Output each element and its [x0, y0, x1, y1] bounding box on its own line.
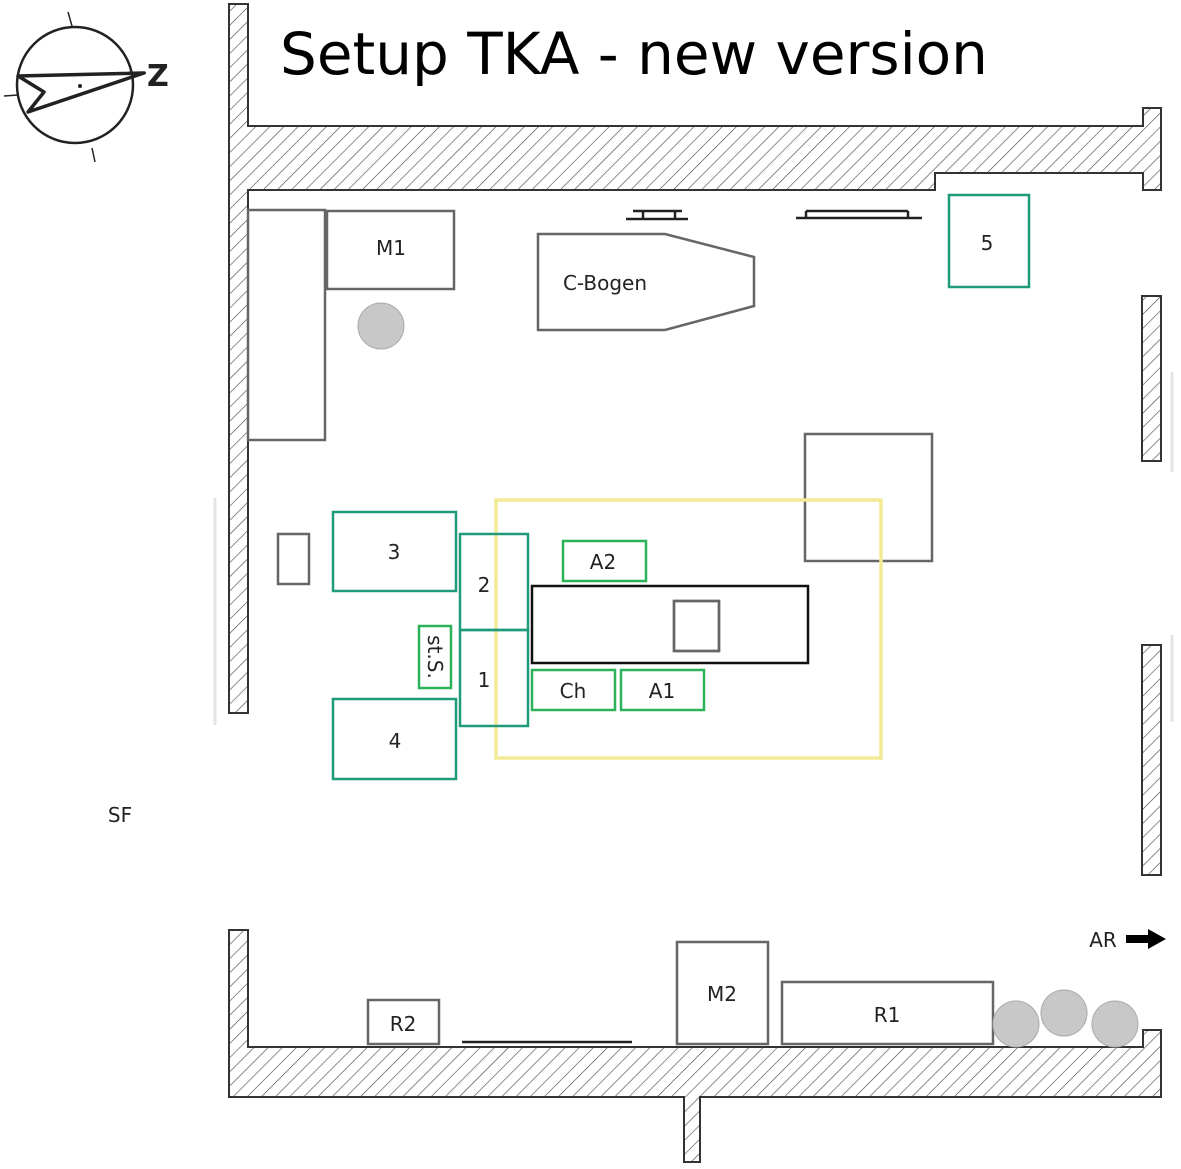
label-m1: M1: [376, 236, 406, 260]
label-sf: SF: [108, 803, 132, 827]
compass-north-letter: Z: [147, 59, 169, 94]
floor-circle: [1040, 989, 1088, 1037]
label-r1: R1: [874, 1003, 901, 1027]
compass-icon: Z: [3, 11, 169, 163]
position-sts: [417, 624, 453, 690]
monitor-m1: [325, 209, 456, 291]
rack-r2: [366, 998, 441, 1046]
label-c-bogen: C-Bogen: [563, 271, 647, 295]
monitor-m2: [675, 940, 770, 1046]
equipment-cart: [803, 432, 934, 563]
label-1: 1: [478, 668, 491, 692]
label-sts: st.S.: [423, 635, 447, 679]
page-title: Setup TKA - new version: [280, 20, 988, 88]
ceiling-mount-left: [626, 209, 688, 221]
c-arm: [536, 232, 756, 332]
arrow-right-icon: [1126, 929, 1166, 949]
position-a1: [619, 668, 706, 712]
station-5: [947, 193, 1031, 289]
operating-table: [530, 584, 810, 665]
sterile-zone: [494, 498, 883, 760]
label-5: 5: [981, 231, 994, 255]
label-ch: Ch: [560, 679, 587, 703]
label-m2: M2: [707, 982, 737, 1006]
position-ch: [530, 668, 617, 712]
station-3: [331, 510, 458, 593]
label-a2: A2: [590, 550, 616, 574]
station-4: [331, 697, 458, 781]
label-a1: A1: [649, 679, 675, 703]
floor-circle: [992, 1000, 1040, 1048]
label-3: 3: [388, 540, 401, 564]
wall-cabinet: [246, 208, 327, 442]
label-2: 2: [478, 573, 491, 597]
station-2: [458, 532, 530, 632]
rack-r1: [780, 980, 995, 1046]
table-device: [672, 599, 721, 653]
label-r2: R2: [390, 1012, 417, 1036]
floor-circle: [1091, 1000, 1139, 1048]
station-1: [458, 628, 530, 728]
ceiling-mount-right: [796, 209, 922, 220]
table-device: [672, 599, 721, 653]
label-4: 4: [389, 729, 402, 753]
position-a2: [561, 539, 648, 583]
floor-circle: [357, 302, 405, 350]
label-ar: AR: [1089, 928, 1117, 952]
walls: [228, 3, 1162, 1163]
small-stool: [276, 532, 311, 586]
